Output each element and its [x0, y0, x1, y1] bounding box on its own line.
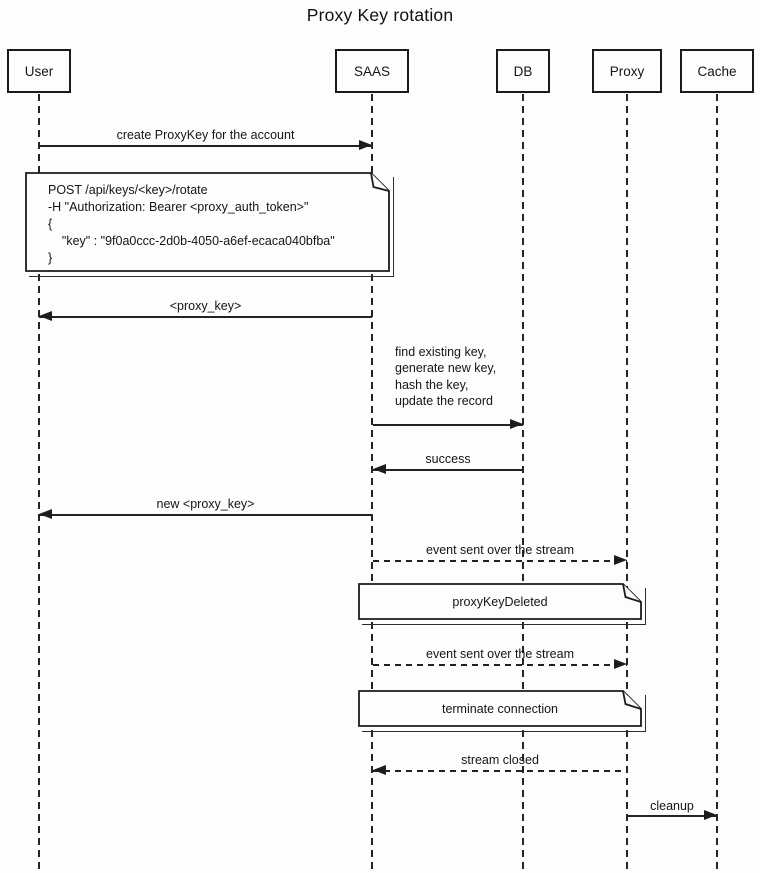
note-shape	[358, 690, 642, 727]
arrowhead-left-icon	[373, 765, 386, 775]
arrowhead-left-icon	[39, 311, 52, 321]
lifeline-saas	[371, 94, 373, 873]
note-proxykey-deleted: proxyKeyDeleted	[358, 583, 646, 625]
participant-cache: Cache	[680, 49, 754, 93]
message-label-event-stream-2: event sent over the stream	[426, 647, 574, 661]
message-line	[627, 815, 717, 817]
note-terminate-connection: terminate connection	[358, 690, 646, 732]
message-line	[373, 770, 627, 772]
message-label-db-update: find existing key, generate new key, has…	[395, 345, 497, 409]
message-label-proxy-key: <proxy_key>	[169, 299, 242, 313]
message-line	[373, 424, 523, 426]
note-shape	[25, 172, 390, 272]
lifeline-proxy	[626, 94, 628, 873]
participant-user: User	[7, 49, 71, 93]
message-label-success: success	[425, 452, 471, 466]
message-line	[373, 469, 523, 471]
participant-db-label: DB	[513, 63, 533, 79]
message-label-new-proxy-key: new <proxy_key>	[156, 497, 255, 511]
arrowhead-left-icon	[39, 509, 52, 519]
message-line	[373, 664, 627, 666]
diagram-title: Proxy Key rotation	[306, 5, 454, 25]
participant-cache-label: Cache	[697, 63, 737, 79]
arrowhead-left-icon	[373, 464, 386, 474]
lifeline-db	[522, 94, 524, 873]
message-label-create-proxykey: create ProxyKey for the account	[116, 128, 295, 142]
participant-proxy-label: Proxy	[609, 63, 645, 79]
note-fold-corner-icon	[622, 583, 642, 603]
message-label-stream-closed: stream closed	[461, 753, 539, 767]
arrowhead-right-icon	[614, 555, 627, 565]
participant-proxy: Proxy	[592, 49, 662, 93]
arrowhead-right-icon	[614, 659, 627, 669]
lifeline-user	[38, 94, 40, 873]
participant-user-label: User	[24, 63, 54, 79]
lifeline-cache	[716, 94, 718, 873]
arrowhead-right-icon	[510, 419, 523, 429]
message-line	[39, 145, 372, 147]
note-fold-corner-icon	[622, 690, 642, 710]
note-proxykey-deleted-text: proxyKeyDeleted	[452, 594, 548, 609]
note-terminate-connection-text: terminate connection	[441, 701, 559, 716]
arrowhead-right-icon	[704, 810, 717, 820]
message-label-event-stream-1: event sent over the stream	[426, 543, 574, 557]
note-api-request: POST /api/keys/<key>/rotate -H "Authoriz…	[25, 172, 394, 277]
message-label-cleanup: cleanup	[650, 799, 694, 813]
note-fold-corner-icon	[370, 172, 390, 192]
note-api-request-text: POST /api/keys/<key>/rotate -H "Authoriz…	[48, 183, 335, 265]
message-line	[39, 514, 372, 516]
participant-saas-label: SAAS	[353, 63, 391, 79]
participant-db: DB	[496, 49, 550, 93]
arrowhead-right-icon	[359, 140, 372, 150]
message-line	[39, 316, 372, 318]
note-shape	[358, 583, 642, 620]
message-line	[373, 560, 627, 562]
participant-saas: SAAS	[335, 49, 409, 93]
